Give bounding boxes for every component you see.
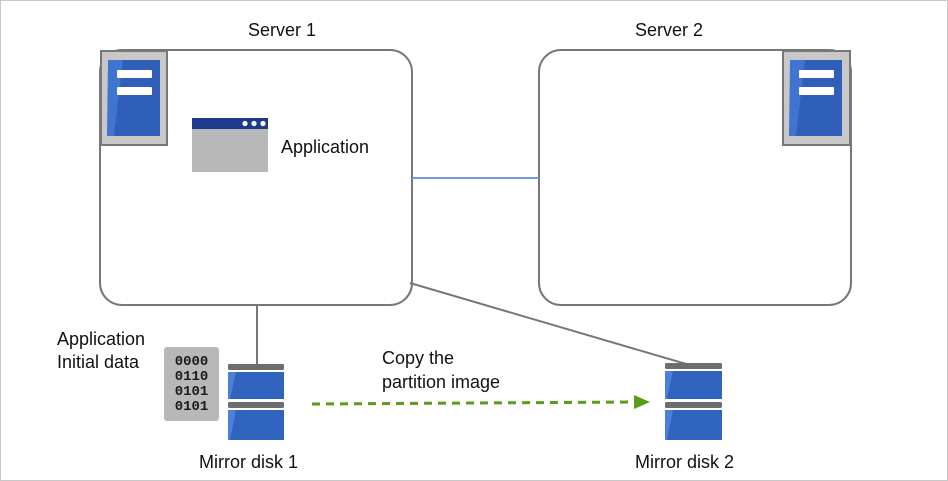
mirror-disk-1-icon bbox=[228, 364, 284, 440]
mirror-disk-1-label: Mirror disk 1 bbox=[199, 452, 299, 472]
initial-data-label-line2: Initial data bbox=[57, 352, 140, 372]
server-1-to-disk-2-line bbox=[409, 282, 694, 367]
copy-arrow-label-line2: partition image bbox=[382, 372, 501, 392]
initial-data-bits-1: 0000 bbox=[175, 354, 209, 370]
server-2-title: Server 2 bbox=[635, 20, 704, 40]
server-1-title: Server 1 bbox=[248, 20, 317, 40]
initial-data-bits-2: 0110 bbox=[175, 369, 209, 385]
copy-arrow-label-line1: Copy the bbox=[382, 348, 455, 368]
mirror-disk-2-icon bbox=[665, 363, 722, 440]
application-label: Application bbox=[281, 137, 370, 157]
initial-data-icon: 0000 0110 0101 0101 bbox=[164, 347, 219, 421]
server-1-icon bbox=[100, 50, 168, 146]
initial-data-label-line1: Application bbox=[57, 329, 146, 349]
initial-data-bits-4: 0101 bbox=[175, 399, 209, 415]
server-2-icon bbox=[782, 50, 851, 146]
application-window-icon bbox=[192, 118, 268, 172]
copy-arrow bbox=[311, 395, 650, 409]
mirror-disk-2-label: Mirror disk 2 bbox=[635, 452, 735, 472]
initial-data-bits-3: 0101 bbox=[175, 384, 209, 400]
